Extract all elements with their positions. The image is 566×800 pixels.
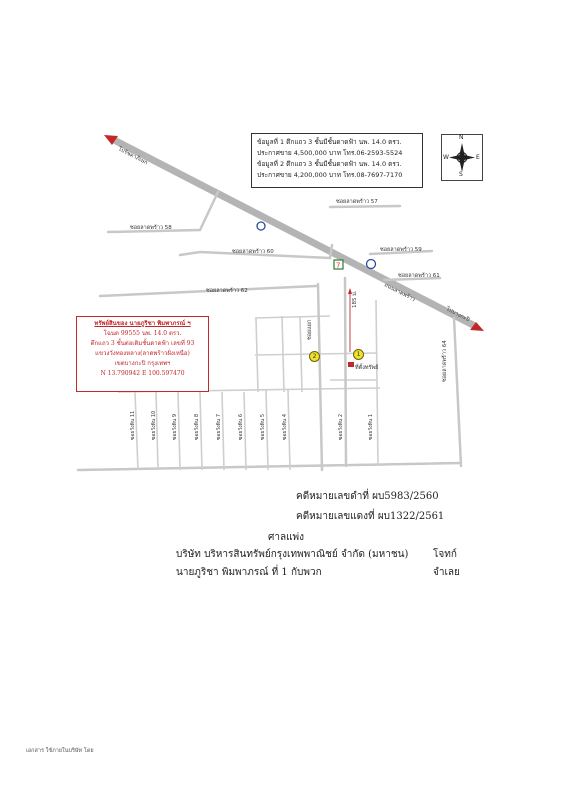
label-soi64: ซอยลาดพร้าว 64	[441, 340, 448, 382]
label-soi61: ซอยลาดพร้าว 61	[398, 272, 440, 279]
subject-marker-icon	[348, 362, 354, 367]
label-soi58: ซอยลาดพร้าว 58	[130, 224, 172, 231]
bank-icon	[256, 221, 266, 231]
label-lane5: ซอยวังหิน 5	[259, 414, 266, 440]
road-lane4	[287, 389, 291, 471]
plaintiff-name: บริษัท บริหารสินทรัพย์กรุงเทพพาณิชย์ จำก…	[176, 549, 409, 560]
owner-building: ตึกแถว 3 ชั้นต่อเติมชั้นดาดฟ้า เลขที่ 93	[90, 340, 195, 347]
compass-n: N	[459, 134, 464, 141]
road-v4	[375, 299, 379, 467]
road-lane8	[199, 391, 203, 471]
compass-s: S	[459, 171, 463, 178]
main-road-line	[110, 136, 479, 330]
convenience-store-icon	[333, 259, 344, 270]
marker-1: 1	[353, 349, 364, 360]
distance-arrow-head-icon	[348, 288, 352, 294]
label-lane7: ซอยวังหิน 7	[215, 414, 222, 440]
label-soi59: ซอยลาดพร้าว 59	[380, 246, 422, 253]
footer-note: เอกสาร ใช้ภายในบริษัท โดย	[26, 748, 94, 754]
label-lane1: ซอยวังหิน 1	[367, 414, 374, 440]
label-lane8: ซอยวังหิน 8	[193, 414, 200, 440]
owner-title: ทรัพย์สินของ นายภูริชา พิมพาภรณ์ ฯ	[94, 320, 191, 327]
road-soi60	[178, 250, 332, 260]
arrow-north-icon	[104, 135, 118, 145]
compass-icon	[449, 143, 475, 172]
road-bottom	[76, 461, 463, 472]
red-case-number: คดีหมายเลขแดงที่ ผบ1322/2561	[296, 511, 445, 522]
label-lane2: ซอยวังหิน 2	[337, 414, 344, 440]
compass-w: W	[443, 154, 449, 161]
label-lane9: ซอยวังหิน 9	[171, 414, 178, 440]
road-distance	[343, 276, 348, 468]
court-name: ศาลแพ่ง	[268, 532, 305, 543]
defendant-name: นายภูริชา พิมพาภรณ์ ที่ 1 กับพวก	[176, 567, 322, 578]
road-lane9	[177, 391, 181, 471]
black-case-number: คดีหมายเลขดำที่ ผบ5983/2560	[296, 491, 439, 502]
road-lane6	[243, 391, 247, 471]
road-soi59	[328, 243, 334, 260]
label-soi62: ซอยลาดพร้าว 62	[206, 287, 248, 294]
property-owner-box: ทรัพย์สินของ นายภูริชา พิมพาภรณ์ ฯ โฉนด …	[76, 316, 209, 392]
road-side	[316, 282, 324, 472]
defendant-role: จำเลย	[433, 567, 460, 578]
label-side-road: ซอยแยก	[306, 320, 313, 340]
listing-1-line: ข้อมูลที่ 1 ตึกแถว 3 ชั้นมีชั้นดาดฟ้า นพ…	[257, 138, 402, 146]
plaintiff-role: โจทก์	[433, 549, 457, 560]
road-v1	[255, 317, 259, 393]
label-lane6: ซอยวังหิน 6	[237, 414, 244, 440]
road-lane7	[221, 391, 225, 471]
store-seven-glyph: 7	[336, 262, 340, 270]
label-subject: ที่ตั้งทรัพย์	[355, 363, 379, 371]
listing-2-price: ประกาศขาย 4,200,000 บาท โทร.08-7697-7170	[257, 171, 403, 179]
listing-2-line: ข้อมูลที่ 2 ตึกแถว 3 ชั้นมีชั้นดาดฟ้า นพ…	[257, 160, 402, 168]
label-lane4: ซอยวังหิน 4	[281, 414, 288, 440]
road-soi58	[106, 190, 220, 234]
owner-coordinates: N 13.790942 E 100.597470	[100, 370, 185, 377]
road-lane11	[134, 391, 139, 471]
road-soi61	[382, 276, 442, 282]
arrow-east-icon	[470, 322, 484, 331]
road-lane10	[155, 391, 159, 471]
road-v3	[299, 315, 303, 393]
road-east-vertical	[452, 316, 463, 468]
label-lane11: ซอยวังหิน 11	[129, 411, 136, 440]
compass-e: E	[476, 154, 480, 161]
road-soi59b	[368, 249, 434, 256]
temple-icon	[365, 258, 377, 270]
road-soi62	[98, 284, 318, 298]
label-lane10: ซอยวังหิน 10	[150, 411, 157, 440]
label-soi60: ซอยลาดพร้าว 60	[232, 248, 274, 255]
road-v2	[281, 315, 285, 393]
listing-1-price: ประกาศขาย 4,500,000 บาท โทร.06-2593-5524	[257, 149, 403, 157]
owner-subdistrict: แขวงวังทองหลาง(ลาดพร้าวฝั่งเหนือ)	[95, 350, 190, 357]
compass-rose: N S W E	[441, 134, 483, 181]
label-soi57: ซอยลาดพร้าว 57	[336, 198, 378, 205]
road-soi57	[328, 204, 402, 209]
owner-district: เขตบางกะปิ กรุงเทพฯ	[114, 360, 171, 367]
label-distance: 185 ม.	[352, 290, 358, 308]
listing-info-box: ข้อมูลที่ 1 ตึกแถว 3 ชั้นมีชั้นดาดฟ้า นพ…	[251, 133, 423, 188]
marker-2: 2	[309, 351, 320, 362]
owner-deed: โฉนด 99555 นพ. 14.0 ตรว.	[103, 330, 182, 337]
road-lane5	[265, 389, 269, 471]
